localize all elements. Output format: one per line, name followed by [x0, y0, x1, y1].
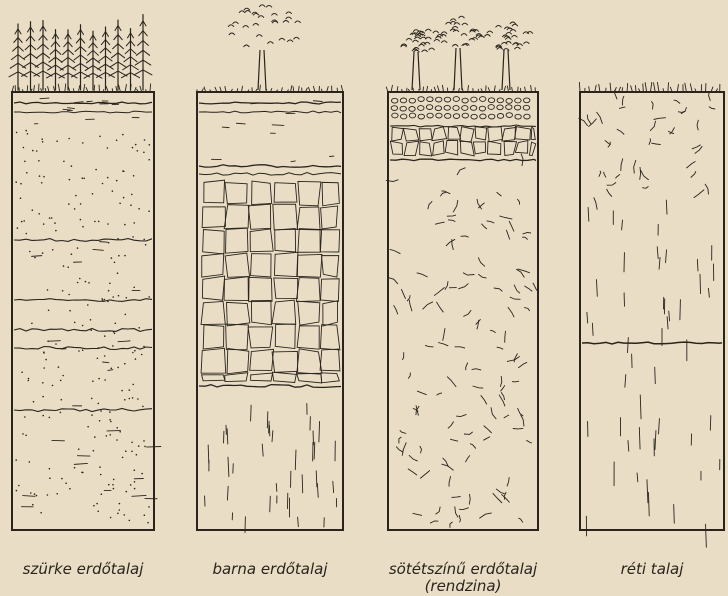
caption-grey-forest-soil: szürke erdőtalaj: [12, 560, 154, 578]
caption-rendzina-subtitle: (rendzina): [378, 577, 548, 595]
caption-rendzina-soil: sötétszínű erdőtalaj: [378, 560, 548, 578]
caption-meadow-soil: réti talaj: [580, 560, 724, 578]
caption-brown-forest-soil: barna erdőtalaj: [197, 560, 343, 578]
